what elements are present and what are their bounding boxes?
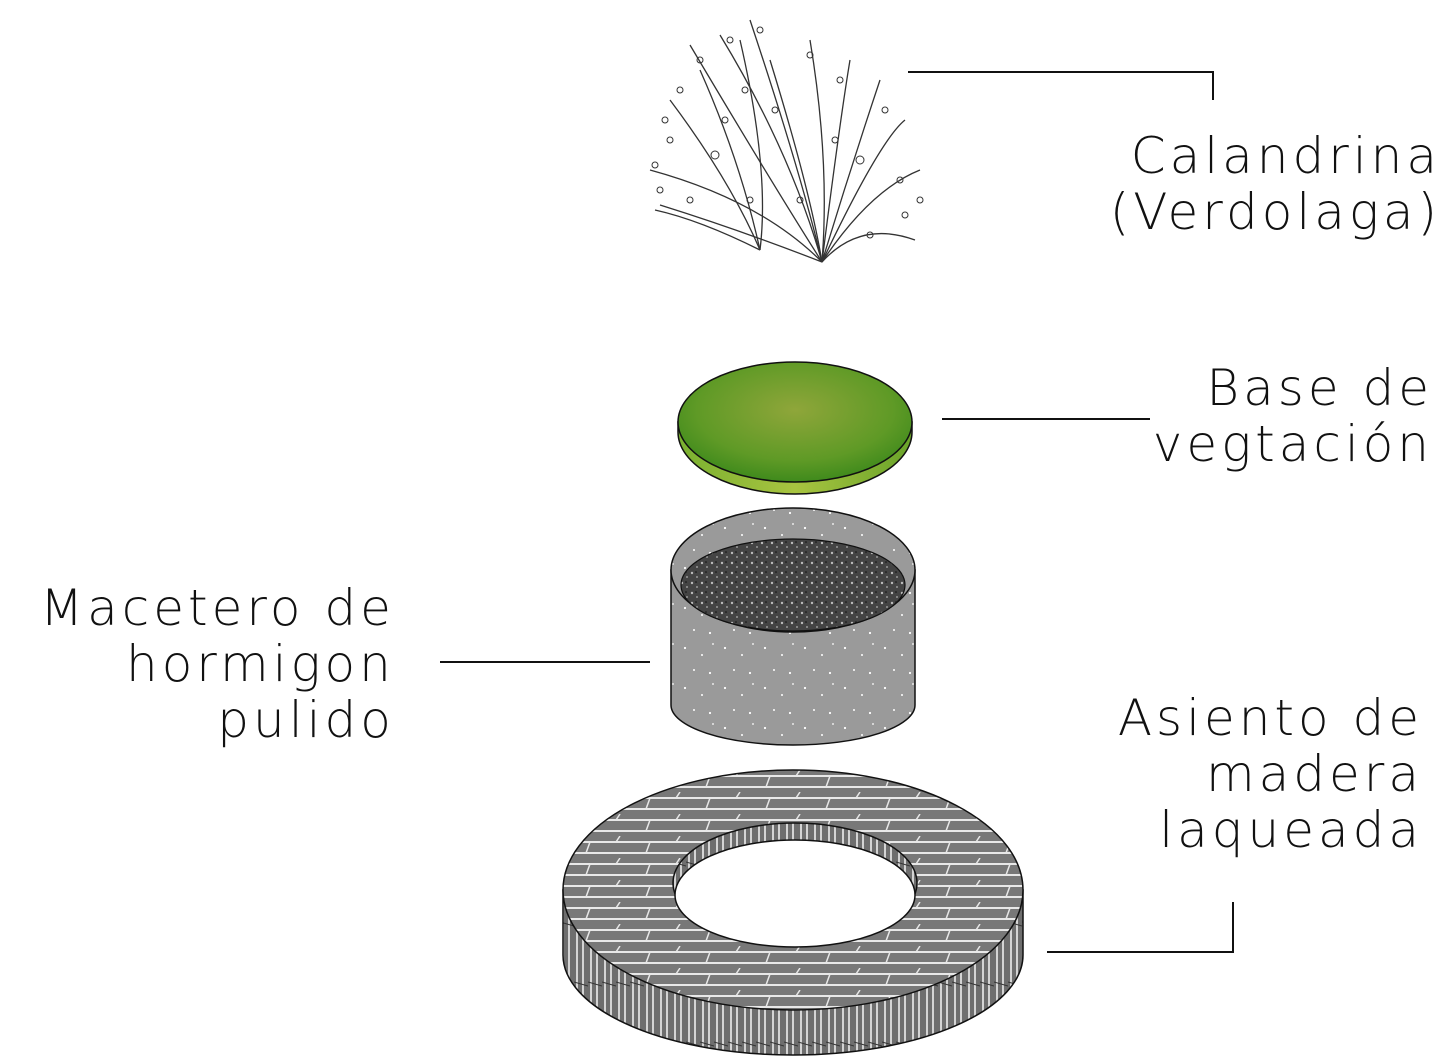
base-label: Base de vegtación (1153, 360, 1433, 472)
vegetation-base-disc (677, 361, 913, 495)
seat-label-line1: Asiento de (1117, 689, 1423, 747)
planter-label: Macetero de hormigon pulido (40, 580, 395, 748)
base-label-line2: vegtación (1152, 415, 1433, 473)
plant-leader-line (908, 71, 1214, 100)
plant-label-line1: Calandrina (1130, 127, 1441, 185)
base-label-line1: Base de (1206, 359, 1433, 417)
seat-leader-line (1047, 902, 1234, 953)
plant-label-line2: (Verdolaga) (1109, 183, 1441, 241)
seat-label-line2: madera (1205, 745, 1423, 803)
planter-label-line1: Macetero de (40, 579, 395, 637)
planter-label-line3: pulido (217, 691, 395, 749)
concrete-planter (670, 507, 916, 746)
planter-label-line2: hormigon (126, 635, 395, 693)
plant-label: Calandrina (Verdolaga) (1110, 128, 1441, 240)
seat-label: Asiento de madera laqueada (1118, 690, 1423, 858)
plant-illustration (649, 19, 921, 263)
wooden-seat-ring (562, 769, 1024, 1056)
plant-leaves (651, 26, 924, 239)
seat-label-line3: laqueada (1159, 801, 1423, 859)
